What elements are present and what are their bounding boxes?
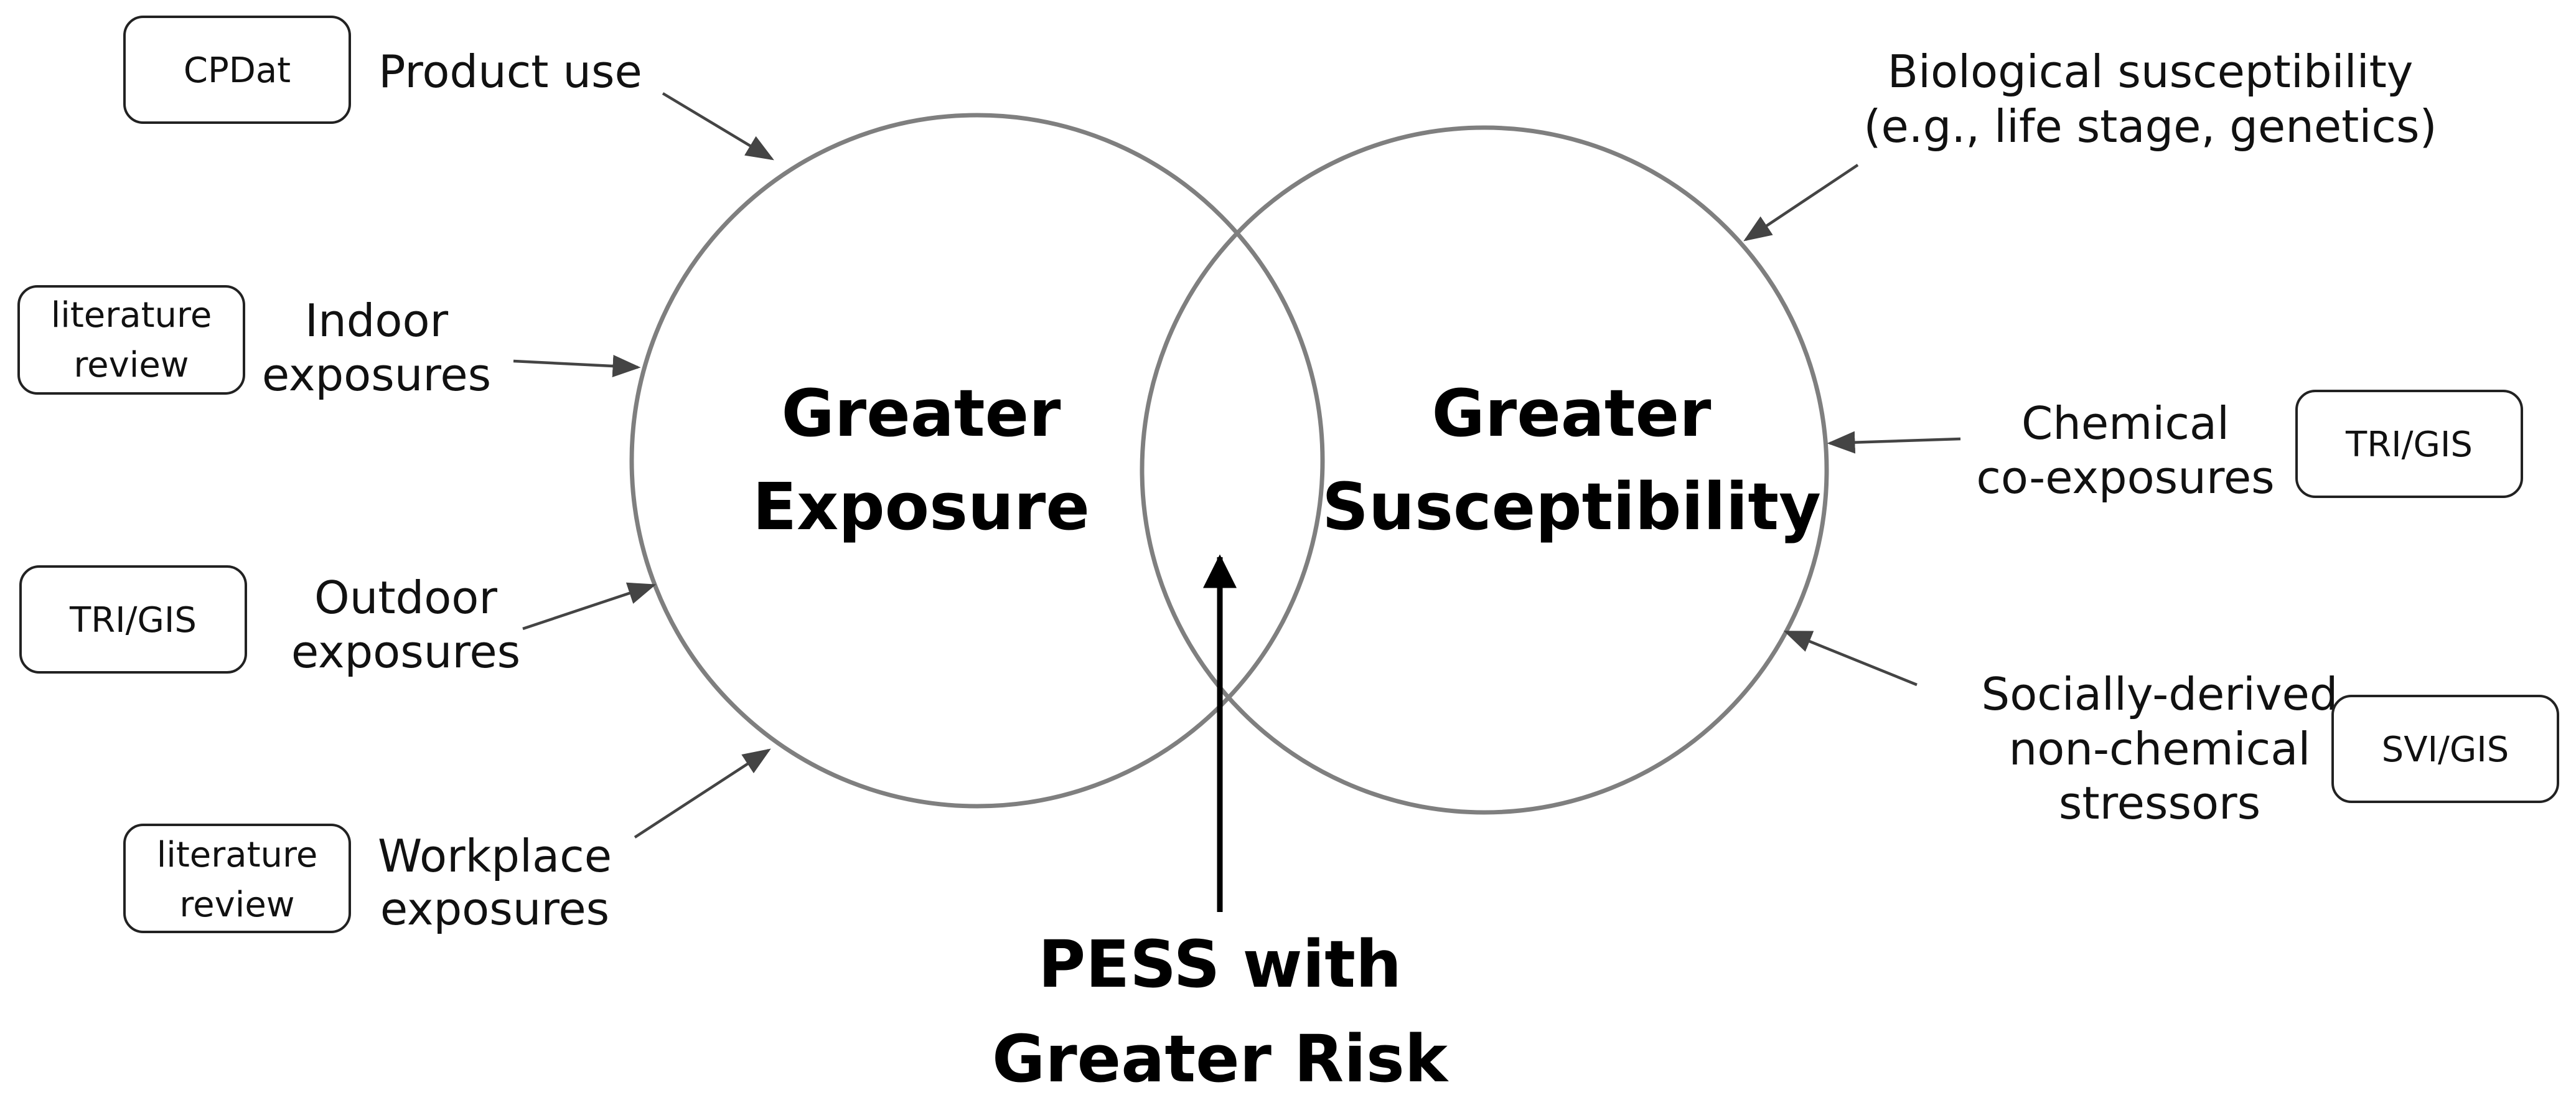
overlap-label-line2: Greater Risk bbox=[992, 1021, 1450, 1097]
workplace-source-label-line2: review bbox=[179, 885, 294, 925]
exposure-title-line1: Greater bbox=[782, 375, 1061, 451]
workplace-source-box bbox=[123, 824, 351, 933]
exposure-circle bbox=[629, 113, 1325, 809]
social-label-line2: non-chemical bbox=[2009, 723, 2311, 775]
social-arrow bbox=[1783, 630, 1918, 687]
social-label-line3: stressors bbox=[2059, 777, 2260, 829]
chemical-source-box bbox=[2295, 390, 2523, 498]
product-use-source-label: CPDat bbox=[184, 50, 291, 91]
social-label-line1: Socially-derived bbox=[1981, 668, 2338, 720]
product-use-source-box bbox=[123, 16, 351, 124]
social-source-box bbox=[2331, 695, 2559, 803]
indoor-source-label-line2: review bbox=[73, 345, 189, 385]
susceptibility-title-line2: Susceptibility bbox=[1322, 469, 1821, 545]
workplace-source-label-line1: literature bbox=[157, 835, 318, 875]
product-use-arrow bbox=[662, 92, 774, 161]
indoor-source-label-line1: literature bbox=[51, 295, 212, 336]
product-use-label: Product use bbox=[378, 45, 642, 98]
indoor-arrow bbox=[513, 354, 641, 377]
biological-label-line1: Biological susceptibility bbox=[1888, 45, 2414, 98]
overlap-label-line1: PESS with bbox=[1038, 926, 1402, 1002]
susceptibility-circle bbox=[1140, 125, 1829, 815]
indoor-label-line1: Indoor bbox=[305, 294, 449, 347]
indoor-source-box bbox=[17, 285, 245, 395]
biological-label-line2: (e.g., life stage, genetics) bbox=[1863, 100, 2437, 153]
workplace-label-line1: Workplace bbox=[378, 830, 612, 882]
workplace-arrow bbox=[634, 748, 771, 839]
outdoor-arrow bbox=[522, 582, 657, 631]
outdoor-label-line1: Outdoor bbox=[314, 571, 497, 624]
outdoor-label-line2: exposures bbox=[291, 626, 520, 678]
exposure-title-line2: Exposure bbox=[752, 469, 1090, 545]
social-source-label: SVI/GIS bbox=[2382, 730, 2509, 770]
chemical-label-line2: co-exposures bbox=[1976, 451, 2274, 504]
workplace-label-line2: exposures bbox=[380, 883, 609, 935]
susceptibility-title-line1: Greater bbox=[1432, 375, 1712, 451]
chemical-label-line1: Chemical bbox=[2021, 397, 2229, 449]
chemical-arrow bbox=[1827, 431, 1961, 454]
outdoor-source-box bbox=[19, 565, 247, 674]
chemical-source-label: TRI/GIS bbox=[2345, 425, 2473, 465]
indoor-label-line2: exposures bbox=[262, 349, 491, 401]
outdoor-source-label: TRI/GIS bbox=[69, 600, 197, 641]
biological-arrow bbox=[1743, 164, 1859, 242]
